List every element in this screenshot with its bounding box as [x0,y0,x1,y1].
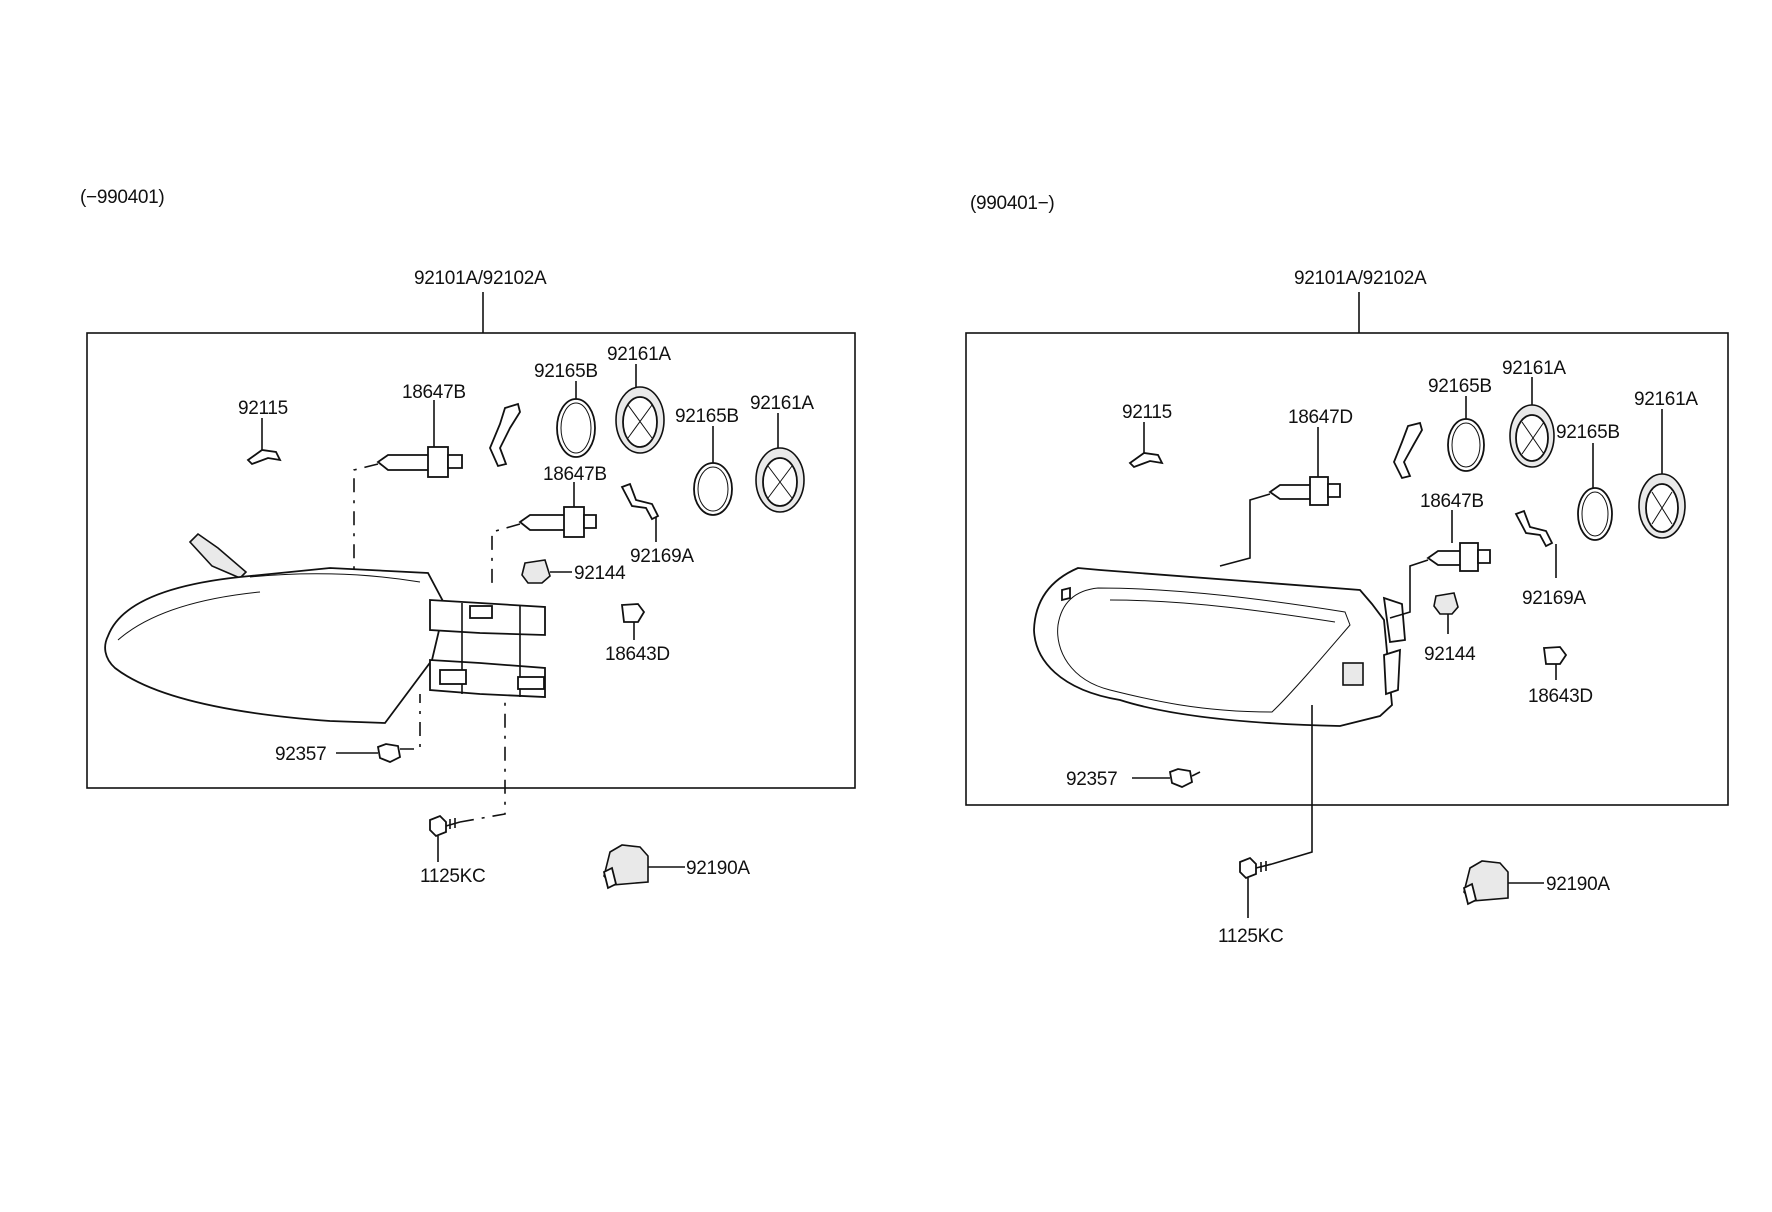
right-assembly-label: 92101A/92102A [1294,268,1427,289]
left-18647b-lower-bulb: 18647B [491,464,607,588]
left-panel: (−990401) 92101A/92102A 92115 [80,187,856,890]
left-label-92115: 92115 [238,398,288,419]
right-spring-clip [1393,421,1423,480]
left-1125kc-screw: 1125KC [420,700,506,887]
right-18647d-bulb: 18647D [1219,407,1353,567]
left-92190a-connector: 92190A [602,844,751,890]
left-label-1125kc: 1125KC [420,866,485,887]
left-label-92161a-a: 92161A [607,344,671,365]
left-headlamp-body [104,532,546,724]
right-label-1125kc: 1125KC [1218,926,1283,947]
left-label-18647b-upper: 18647B [402,382,466,403]
left-label-92169a: 92169A [630,546,694,567]
left-label-18643d: 18643D [605,644,670,665]
left-92169a-clip: 92169A [620,482,695,567]
left-label-92357: 92357 [275,744,326,765]
right-label-18643d: 18643D [1528,686,1593,707]
right-label-92165b-b: 92165B [1556,422,1620,443]
left-18643d-bulb: 18643D [605,603,670,665]
right-1125kc-screw: 1125KC [1218,705,1313,947]
right-92161a-cap-b: 92161A [1634,389,1699,539]
right-92165b-ring-a: 92165B [1428,376,1492,472]
right-label-92190a: 92190A [1546,874,1610,895]
right-label-92115: 92115 [1122,402,1172,423]
right-18643d-bulb: 18643D [1528,646,1593,707]
left-spring-clip [489,402,521,468]
left-92115-clip: 92115 [238,398,288,466]
left-label-92165b-b: 92165B [675,406,739,427]
right-92165b-ring-b: 92165B [1556,422,1620,541]
right-92357-grommet: 92357 [1066,768,1201,790]
right-label-18647b: 18647B [1420,491,1484,512]
left-label-92165b-a: 92165B [534,361,598,382]
right-label-92357: 92357 [1066,769,1117,790]
right-label-92144: 92144 [1424,644,1476,665]
left-label-92190a: 92190A [686,858,750,879]
right-92190a-connector: 92190A [1462,860,1611,906]
right-label-92161a-a: 92161A [1502,358,1566,379]
left-92165b-ring-a: 92165B [534,361,598,458]
right-92115-clip: 92115 [1122,402,1172,469]
right-variant-label: (990401−) [970,193,1054,214]
right-label-92169a: 92169A [1522,588,1586,609]
left-18647b-upper-bulb: 18647B [353,382,466,572]
left-92165b-ring-b: 92165B [675,406,739,516]
left-92161a-cap-b: 92161A [750,393,815,513]
left-92144-socket: 92144 [521,559,626,584]
left-variant-label: (−990401) [80,187,164,208]
left-92357-grommet: 92357 [275,694,421,765]
right-panel: (990401−) 92101A/92102A 92115 18647D [965,193,1729,947]
left-label-92161a-b: 92161A [750,393,814,414]
left-assembly-frame [86,332,856,789]
left-label-92144: 92144 [574,563,626,584]
right-headlamp-body [1033,567,1406,727]
right-92161a-cap-a: 92161A [1502,358,1567,468]
right-assembly-frame [965,332,1729,806]
left-assembly-label: 92101A/92102A [414,268,547,289]
right-18647b-bulb: 18647B [1389,491,1491,619]
right-92169a-clip: 92169A [1514,509,1587,609]
left-label-18647b-lower: 18647B [543,464,607,485]
right-92144-socket: 92144 [1424,592,1476,665]
right-label-18647d: 18647D [1288,407,1353,428]
left-92161a-cap-a: 92161A [607,344,672,454]
right-label-92161a-b: 92161A [1634,389,1698,410]
right-label-92165b-a: 92165B [1428,376,1492,397]
